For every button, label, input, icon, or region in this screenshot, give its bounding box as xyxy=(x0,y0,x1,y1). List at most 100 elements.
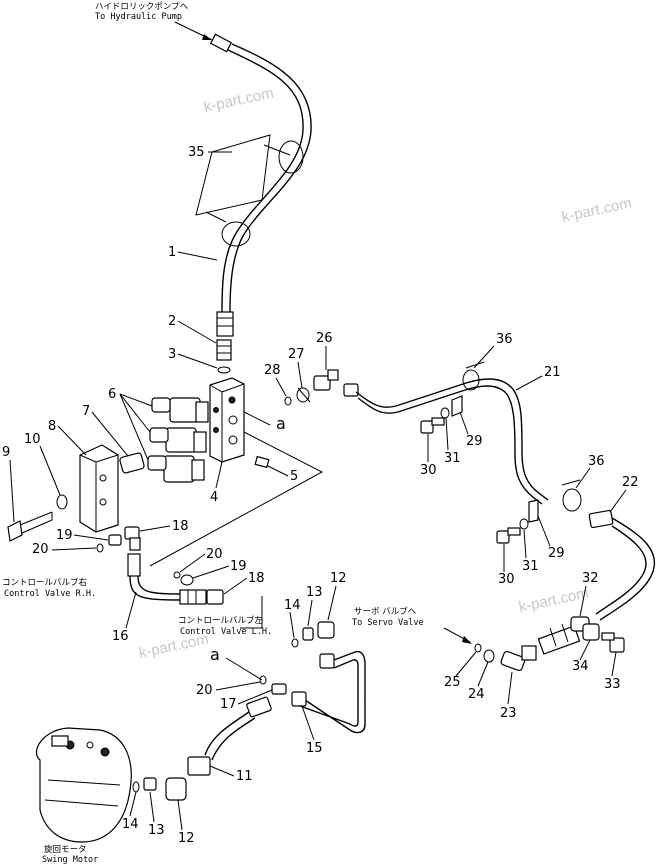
arrow-head xyxy=(202,34,212,40)
callout-18-left: 18 xyxy=(172,519,189,534)
washer-31 xyxy=(519,518,529,530)
bolt-30 xyxy=(496,527,521,544)
bolt-33 xyxy=(601,632,625,653)
o-ring-25 xyxy=(474,643,482,653)
clamp-29 xyxy=(451,395,463,417)
caption-control-rh-en: Control Valve R.H. xyxy=(4,589,96,599)
spacer-7 xyxy=(119,452,145,474)
callout-12-mid: 12 xyxy=(330,571,347,586)
callout-2: 2 xyxy=(168,314,176,329)
adapter-13 xyxy=(143,777,157,791)
fitting-20 xyxy=(271,683,287,695)
adapter-13 xyxy=(302,627,314,641)
callout-3: 3 xyxy=(168,347,176,362)
plug-5 xyxy=(254,455,270,469)
callout-24: 24 xyxy=(468,687,485,702)
callout-5: 5 xyxy=(290,469,298,484)
callout-34: 34 xyxy=(572,659,589,674)
ref-a-lower: a xyxy=(210,645,220,664)
callout-28: 28 xyxy=(264,363,281,378)
adapter-24 xyxy=(483,649,495,663)
callout-9: 9 xyxy=(2,445,10,460)
callout-19-left: 19 xyxy=(56,528,73,543)
elbow-18 xyxy=(206,589,224,605)
clamp-35 xyxy=(195,134,304,247)
o-ring-20 xyxy=(173,571,181,579)
callout-15: 15 xyxy=(306,741,323,756)
callout-20-mid: 20 xyxy=(206,547,223,562)
bolt-30 xyxy=(420,417,445,434)
callout-35: 35 xyxy=(188,145,205,160)
elbow-18 xyxy=(124,526,141,551)
callout-36-bottom: 36 xyxy=(588,454,605,469)
caption-control-rh-jp: コントロールバルブ右 xyxy=(2,577,87,588)
callout-19-mid: 19 xyxy=(230,559,247,574)
callout-7: 7 xyxy=(82,404,90,419)
callout-12-bottom: 12 xyxy=(178,831,195,846)
watermark: k-part.com xyxy=(560,195,633,226)
callout-36-top: 36 xyxy=(496,332,513,347)
o-ring-14 xyxy=(132,781,140,793)
callout-10: 10 xyxy=(24,432,41,447)
clamp-36 xyxy=(462,361,485,391)
callout-30-bottom: 30 xyxy=(498,572,515,587)
adapter-19 xyxy=(180,574,194,586)
washer-10 xyxy=(56,494,68,510)
callout-21: 21 xyxy=(544,365,561,380)
hose-11 xyxy=(187,696,272,776)
solenoid-valves-6 xyxy=(147,397,209,483)
hose-16 xyxy=(127,553,207,605)
caption-control-lh-en: Control Valve L.H. xyxy=(180,627,272,637)
callout-6: 6 xyxy=(108,387,116,402)
adapter-19 xyxy=(108,534,122,546)
o-ring-20 xyxy=(96,543,104,553)
caption-swing-en: Swing Motor xyxy=(42,855,98,865)
elbow-12 xyxy=(317,621,335,639)
elbow-23 xyxy=(500,645,537,672)
callout-30-top: 30 xyxy=(420,463,437,478)
callout-14-mid: 14 xyxy=(284,598,301,613)
washer-31 xyxy=(440,407,450,419)
callout-14-bottom: 14 xyxy=(122,817,139,832)
caption-to-pump-en: To Hydraulic Pump xyxy=(95,12,182,22)
clamp-34 xyxy=(582,623,600,641)
caption-to-pump-jp: ハイドロリックポンプへ xyxy=(95,2,189,12)
caption-swing-jp: 旋回モータ xyxy=(44,844,87,855)
callout-29-top: 29 xyxy=(466,434,483,449)
hose-1 xyxy=(209,33,312,337)
callout-16: 16 xyxy=(112,629,129,644)
bracket-8 xyxy=(79,444,119,533)
ref-a-upper: a xyxy=(276,414,286,433)
callout-4: 4 xyxy=(210,490,218,505)
callout-27: 27 xyxy=(288,347,305,362)
elbow-12 xyxy=(165,777,187,801)
clamp-36 xyxy=(561,479,582,512)
callout-11: 11 xyxy=(236,769,253,784)
callout-26: 26 xyxy=(316,331,333,346)
watermark: k-part.com xyxy=(517,585,590,616)
o-ring-14 xyxy=(291,638,299,648)
fitting-2 xyxy=(216,339,232,361)
callout-32: 32 xyxy=(582,571,599,586)
bolt-9 xyxy=(7,511,53,542)
tube-15 xyxy=(291,650,366,734)
hose-22 xyxy=(537,509,656,655)
callout-25: 25 xyxy=(444,675,461,690)
callout-23: 23 xyxy=(500,706,517,721)
watermark: k-part.com xyxy=(202,85,275,116)
o-ring-3 xyxy=(217,366,231,374)
o-ring-28 xyxy=(284,396,292,406)
callout-20-bottom: 20 xyxy=(196,683,213,698)
callout-13-bottom: 13 xyxy=(148,823,165,838)
clamp-29 xyxy=(528,499,539,523)
o-ring-20 xyxy=(259,675,267,685)
adapter-27 xyxy=(296,387,310,403)
callout-29-bottom: 29 xyxy=(548,546,565,561)
swing-motor xyxy=(35,727,132,843)
caption-control-lh-jp: コントロールバルブ左 xyxy=(178,615,264,626)
callout-8: 8 xyxy=(48,419,56,434)
caption-servo-jp: サーボ バルブへ xyxy=(354,606,417,617)
callout-31-bottom: 31 xyxy=(522,559,539,574)
caption-servo-en: To Servo Valve xyxy=(352,618,424,628)
